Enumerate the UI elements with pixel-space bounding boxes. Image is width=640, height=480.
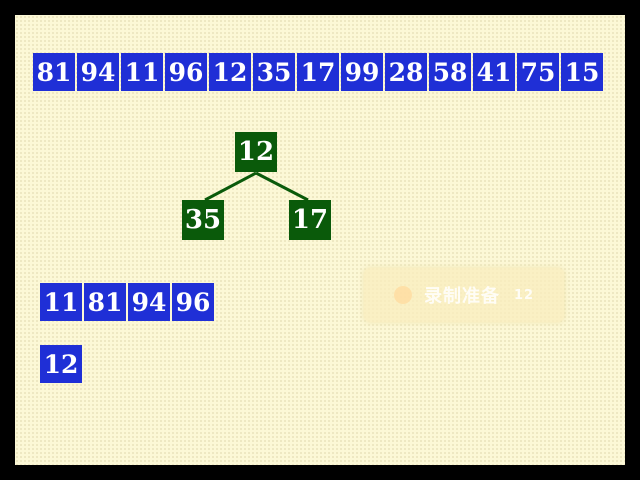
input-cell: 75 <box>517 53 559 91</box>
input-array: 81 94 11 96 12 35 17 99 28 58 41 75 15 <box>33 53 605 91</box>
recording-overlay-sub: 12 <box>513 287 535 303</box>
input-cell: 41 <box>473 53 515 91</box>
input-cell: 12 <box>209 53 251 91</box>
output-cell: 12 <box>40 345 82 383</box>
record-icon <box>393 286 412 304</box>
input-cell: 96 <box>165 53 207 91</box>
input-cell: 17 <box>297 53 339 91</box>
merged-cell: 81 <box>84 283 126 321</box>
input-cell: 35 <box>253 53 295 91</box>
tree-node-right: 17 <box>289 200 331 240</box>
merged-cell: 96 <box>172 283 214 321</box>
slide-canvas: 81 94 11 96 12 35 17 99 28 58 41 75 15 1… <box>15 15 625 465</box>
output-run: 12 <box>40 345 84 383</box>
input-cell: 94 <box>77 53 119 91</box>
merged-run: 11 81 94 96 <box>40 283 216 321</box>
tree-edge-left <box>204 171 257 202</box>
input-cell: 15 <box>561 53 603 91</box>
merged-cell: 11 <box>40 283 82 321</box>
tree-node-root: 12 <box>235 132 277 172</box>
recording-overlay-label: 录制准备 <box>423 286 500 307</box>
recording-overlay[interactable]: 录制准备 12 <box>364 268 564 322</box>
input-cell: 99 <box>341 53 383 91</box>
merged-cell: 94 <box>128 283 170 321</box>
input-cell: 81 <box>33 53 75 91</box>
tree-edge-right <box>255 171 309 202</box>
tree-node-left: 35 <box>182 200 224 240</box>
input-cell: 28 <box>385 53 427 91</box>
input-cell: 58 <box>429 53 471 91</box>
input-cell: 11 <box>121 53 163 91</box>
